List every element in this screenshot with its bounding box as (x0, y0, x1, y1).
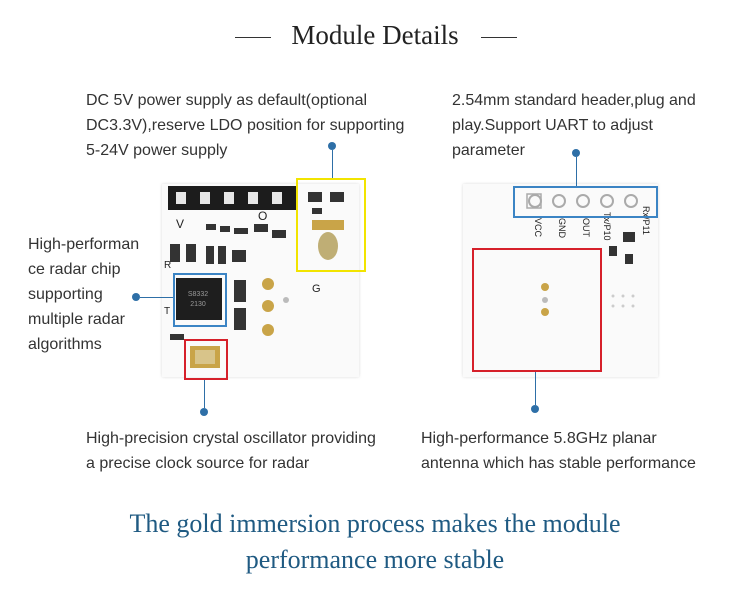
board-letter-v: V (176, 217, 184, 231)
antenna-annotation: High-performance 5.8GHz planar antenna w… (421, 430, 696, 472)
board-letter-r: R (164, 260, 171, 271)
footer-line-2: performance more stable (245, 545, 505, 574)
footer-statement: The gold immersion process makes the mod… (0, 506, 750, 578)
crystal-highlight-box (184, 339, 228, 380)
crystal-annotation: High-precision crystal oscillator provid… (86, 430, 376, 472)
header-annotation: 2.54mm standard header,plug and play.Sup… (452, 92, 696, 159)
radar-chip-highlight-box (173, 273, 227, 327)
header-connector-line (576, 157, 577, 186)
pin-label-out: OUT (581, 218, 591, 238)
title-right-rule (481, 37, 517, 38)
crystal-connector-line (204, 380, 205, 408)
title-left-rule (235, 37, 271, 38)
power-supply-connector-dot (328, 142, 336, 150)
left-board-drawing: S8332 2130 V O G R T (164, 186, 344, 368)
power-supply-annotation: DC 5V power supply as default(optional D… (86, 92, 405, 159)
radar-chip-connector-line (140, 297, 173, 298)
pin-label-tx: Tx/P10 (602, 212, 612, 241)
radar-chip-connector-dot (132, 293, 140, 301)
page-title: Module Details (291, 20, 459, 50)
pin-label-vcc: VCC (533, 218, 543, 238)
antenna-connector-dot (531, 405, 539, 413)
board-letter-o: O (258, 209, 267, 223)
header-highlight-box (513, 186, 658, 218)
crystal-connector-dot (200, 408, 208, 416)
left-board-photo: S8332 2130 V O G R T (162, 184, 359, 377)
chip-marking-1: S8332 (188, 291, 208, 298)
right-board-drawing: VCC GND OUT Tx/P10 Rx/P11 (526, 193, 651, 316)
header-connector-dot (572, 149, 580, 157)
antenna-connector-line (535, 372, 536, 405)
antenna-highlight-box (472, 248, 602, 372)
antenna-feed-point-2 (541, 308, 549, 316)
footer-line-1: The gold immersion process makes the mod… (129, 509, 621, 538)
ldo-highlight-box (296, 178, 366, 272)
board-letter-g: G (312, 283, 321, 295)
power-supply-connector-line (332, 150, 333, 178)
board-letter-t: T (164, 306, 170, 317)
pin-label-gnd: GND (557, 218, 567, 239)
chip-marking-2: 2130 (190, 301, 206, 308)
radar-chip-annotation: High-performan ce radar chip supporting … (28, 236, 140, 353)
antenna-feed-point-1 (541, 283, 549, 291)
pin-label-rx: Rx/P11 (641, 206, 651, 235)
radar-chip (176, 278, 222, 320)
